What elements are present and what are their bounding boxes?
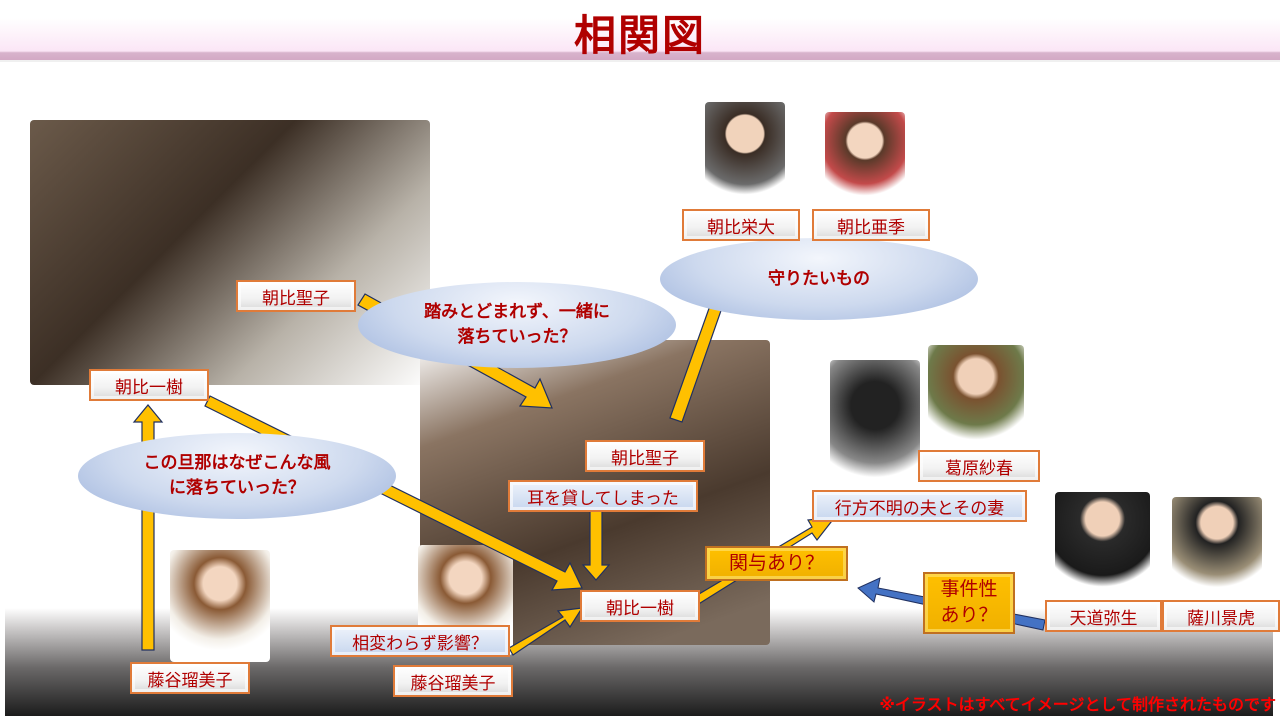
- aki-portrait: [825, 112, 905, 208]
- label-kazuki-left: 朝比一樹: [89, 369, 209, 401]
- page-title: 相関図: [573, 11, 706, 60]
- missing-husband-silhouette: [830, 360, 920, 490]
- label-seiko-top: 朝比聖子: [236, 280, 356, 312]
- kuzuhara-portrait: [928, 345, 1024, 450]
- eita-portrait: [705, 102, 785, 208]
- ellipse-fumitodomare: 踏みとどまれず、一緒に 落ちていった？: [358, 282, 676, 368]
- satsukawa-portrait: [1172, 497, 1262, 600]
- label-seiko-mid: 朝比聖子: [585, 440, 705, 472]
- ellipse-danna: この旦那はなぜこんな風 に落ちていった？: [78, 433, 396, 519]
- label-missing: 行方不明の夫とその妻: [812, 490, 1027, 522]
- fujitani-left-portrait: [170, 550, 270, 662]
- box-kanyo: 関与あり？: [705, 546, 848, 581]
- arrow-seiko-to-kazuki-down: [581, 507, 611, 581]
- ellipse-mamoritai: 守りたいもの: [660, 238, 978, 320]
- label-mimi: 耳を貸してしまった: [508, 480, 698, 512]
- box-jikensei: 事件性 あり？: [923, 572, 1015, 634]
- illustration-disclaimer: ※イラストはすべてイメージとして制作されたものです: [879, 695, 1276, 714]
- arrow-fujitani-mid-to-kazuki: [508, 607, 584, 656]
- arrow-fujitani-to-kazuki: [132, 404, 164, 651]
- label-kazuki-mid: 朝比一樹: [580, 590, 700, 622]
- label-fujitani-left: 藤谷瑠美子: [130, 662, 250, 694]
- label-aki: 朝比亜季: [812, 209, 930, 241]
- title-bar: 相関図: [0, 0, 1280, 62]
- label-fujitani-mid: 藤谷瑠美子: [393, 665, 513, 697]
- label-kuzuhara: 葛原紗春: [918, 450, 1040, 482]
- label-eita: 朝比栄大: [682, 209, 800, 241]
- label-satsukawa: 薩川景虎: [1162, 600, 1280, 632]
- kitchen-scene-illustration: [30, 120, 430, 385]
- label-tendo: 天道弥生: [1045, 600, 1162, 632]
- tendo-portrait: [1055, 492, 1150, 600]
- label-eikyo: 相変わらず影響？: [330, 625, 510, 657]
